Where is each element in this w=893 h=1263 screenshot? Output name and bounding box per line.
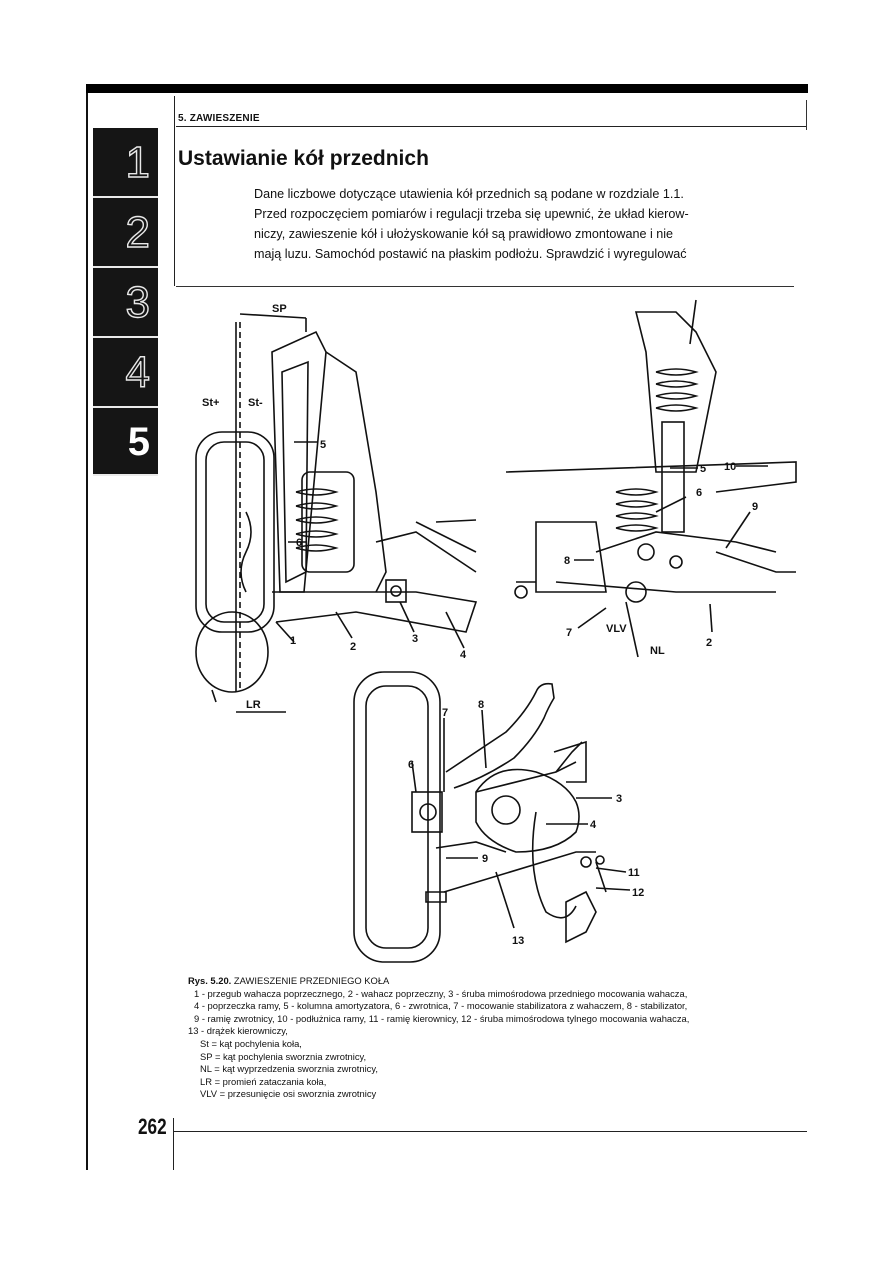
label-left-2: 2	[350, 641, 356, 653]
label-right-8: 8	[564, 555, 570, 567]
label-right-9: 9	[752, 501, 758, 513]
chapter-tab-label: 5	[127, 420, 150, 464]
legend-line: VLV = przesunięcie osi sworznia zwrotnic…	[200, 1088, 377, 1100]
label-right-6: 6	[696, 487, 702, 499]
label-sp: SP	[272, 303, 287, 315]
label-left-5: 5	[320, 439, 326, 451]
label-bottom-9: 9	[482, 853, 488, 865]
chapter-tab-label: 2	[125, 207, 151, 257]
label-bottom-6: 6	[408, 759, 414, 771]
label-right-7: 7	[566, 627, 572, 639]
header-rule	[176, 126, 806, 127]
intro-rule	[176, 286, 794, 287]
chapter-tab-5-active[interactable]: 5	[93, 408, 158, 476]
footer-rule	[174, 1131, 807, 1132]
left-margin-rule	[86, 93, 88, 1170]
intro-line: niczy, zawieszenie kół i ułożyskowanie k…	[254, 227, 674, 241]
label-left-1: 1	[290, 635, 296, 647]
figure-number: Rys. 5.20.	[188, 975, 232, 986]
label-bottom-13: 13	[512, 935, 524, 947]
page-title: Ustawianie kół przednich	[178, 147, 429, 170]
chapter-tab-2[interactable]: 2	[93, 198, 158, 268]
label-right-2: 2	[706, 637, 712, 649]
label-st-plus: St+	[202, 397, 219, 409]
legend-line: LR = promień zataczania koła,	[200, 1075, 327, 1087]
legend-line: St = kąt pochylenia koła,	[200, 1037, 302, 1049]
figure-title: ZAWIESZENIE PRZEDNIEGO KOŁA	[233, 975, 390, 986]
chapter-tab-4[interactable]: 4	[93, 338, 158, 408]
footer-column-rule	[173, 1118, 174, 1170]
suspension-figure: SP St+ St- 5 6 1 2 3 4 LR 5 10 6 9 8 7 V…	[195, 299, 797, 963]
caption-line: 13 - drążek kierowniczy,	[188, 1025, 288, 1037]
label-left-3: 3	[412, 633, 418, 645]
chapter-tab-1[interactable]: 1	[93, 128, 158, 198]
caption-line: 1 - przegub wahacza poprzecznego, 2 - wa…	[194, 987, 688, 999]
top-border-bar	[86, 84, 808, 93]
label-left-6: 6	[296, 537, 302, 549]
right-margin-rule	[806, 100, 807, 130]
label-bottom-11: 11	[628, 867, 640, 879]
caption-line: 4 - poprzeczka ramy, 5 - kolumna amortyz…	[194, 1000, 688, 1012]
intro-line: Przed rozpoczęciem pomiarów i regulacji …	[254, 207, 689, 221]
bottom-view-drawing	[353, 671, 631, 963]
label-vlv: VLV	[606, 623, 627, 635]
chapter-tab-label: 3	[125, 277, 151, 327]
left-view-drawing	[195, 313, 478, 713]
label-bottom-8: 8	[478, 699, 484, 711]
section-label: 5. ZAWIESZENIE	[178, 113, 260, 124]
label-nl: NL	[650, 645, 665, 657]
legend-line: SP = kąt pochylenia sworznia zwrotnicy,	[200, 1050, 367, 1062]
label-bottom-7: 7	[442, 707, 448, 719]
label-right-10: 10	[724, 461, 736, 473]
legend-line: NL = kąt wyprzedzenia sworznia zwrotnicy…	[200, 1063, 378, 1075]
label-lr: LR	[246, 699, 261, 711]
label-left-4: 4	[460, 649, 467, 661]
chapter-tab-label: 1	[125, 137, 151, 187]
chapter-tab-label: 4	[125, 347, 151, 397]
page-number: 262	[138, 1114, 167, 1139]
intro-paragraph: Dane liczbowe dotyczące utawienia kół pr…	[254, 184, 724, 264]
intro-line: mają luzu. Samochód postawić na płaskim …	[254, 247, 687, 261]
label-bottom-12: 12	[632, 887, 644, 899]
caption-line: 9 - ramię zwrotnicy, 10 - podłużnica ram…	[194, 1012, 690, 1024]
right-view-drawing	[505, 299, 797, 658]
intro-line: Dane liczbowe dotyczące utawienia kół pr…	[254, 187, 684, 201]
label-st-minus: St-	[248, 397, 263, 409]
label-bottom-4: 4	[590, 819, 597, 831]
column-rule	[174, 96, 175, 286]
label-right-5: 5	[700, 463, 706, 475]
chapter-tab-3[interactable]: 3	[93, 268, 158, 338]
caption-title: Rys. 5.20. ZAWIESZENIE PRZEDNIEGO KOŁA	[188, 975, 798, 988]
label-bottom-3: 3	[616, 793, 622, 805]
chapter-tabs: 1 2 3 4 5	[93, 128, 158, 476]
figure-caption: Rys. 5.20. ZAWIESZENIE PRZEDNIEGO KOŁA 1…	[188, 975, 798, 1101]
